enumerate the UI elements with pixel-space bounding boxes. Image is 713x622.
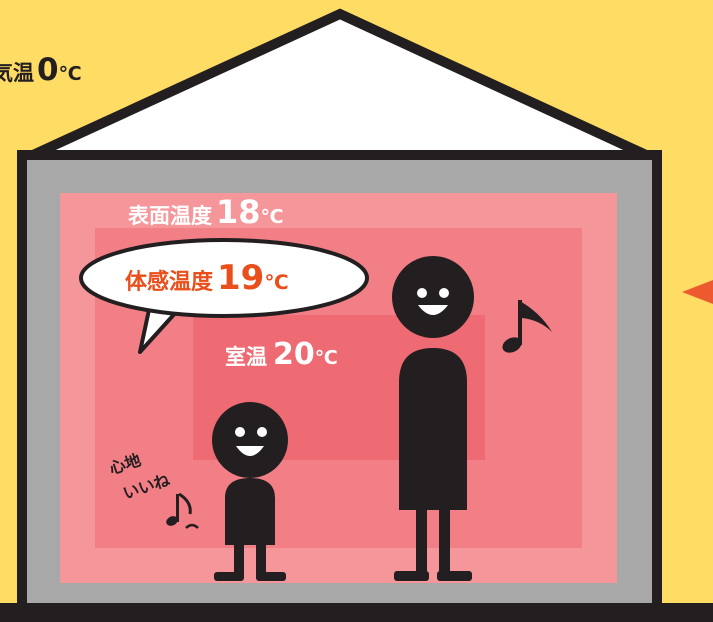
felt-temperature-label: 体感温度 xyxy=(125,269,214,295)
roof xyxy=(22,14,657,160)
ground xyxy=(0,603,713,622)
surface-temperature-unit: ℃ xyxy=(261,206,284,228)
arrow-left-icon xyxy=(682,280,713,304)
felt-temperature-unit: ℃ xyxy=(264,270,288,294)
surface-temperature-value: 18 xyxy=(216,193,261,231)
outside-temperature-value: 0 xyxy=(37,52,59,88)
room-temperature-label: 室温 xyxy=(225,345,267,369)
outside-temperature-unit: ℃ xyxy=(59,63,82,85)
outside-temperature-label: 気温 xyxy=(0,61,34,85)
surface-temperature-label: 表面温度 xyxy=(128,204,212,228)
outside-temperature: 気温0℃ xyxy=(0,52,82,88)
room-temperature-value: 20 xyxy=(273,337,315,372)
room-temperature-unit: ℃ xyxy=(315,347,338,369)
felt-temperature-value: 19 xyxy=(217,258,264,298)
